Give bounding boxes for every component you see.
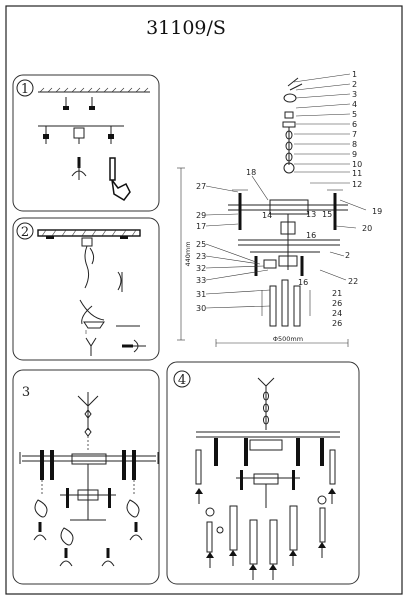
upper-ring: [228, 189, 348, 230]
insert-arrows: [195, 488, 336, 580]
bar-fixing-center: [73, 127, 85, 144]
callout-30: 30: [196, 304, 206, 313]
mounting-screw-left: [63, 97, 69, 110]
callout-5: 5: [352, 110, 357, 119]
drill-icon: [109, 157, 131, 201]
callout-3: 3: [352, 90, 357, 99]
callout-29: 29: [196, 211, 206, 220]
step-1-panel: 1: [12, 74, 160, 212]
screwdriver-icon-2: [122, 339, 146, 353]
bulb-left: [34, 499, 48, 518]
callout-6: 6: [352, 120, 357, 129]
callout-26a: 26: [332, 299, 342, 308]
diameter-dimension-label: Φ500mm: [273, 335, 303, 343]
callout-15: 15: [322, 210, 332, 219]
chain-4: [257, 377, 275, 430]
step-4-panel: 4: [166, 361, 360, 585]
callout-9: 9: [352, 150, 357, 159]
callout-26b: 26: [332, 319, 342, 328]
callout-12: 12: [352, 180, 362, 189]
callout-13: 13: [306, 210, 316, 219]
callout-21: 21: [332, 289, 342, 298]
callout-19: 19: [372, 207, 382, 216]
step-2-number: 2: [21, 225, 29, 240]
callout-11: 11: [352, 169, 362, 178]
step-3-panel: 3: [12, 369, 160, 585]
callout-33: 33: [196, 276, 206, 285]
callout-20: 20: [362, 224, 372, 233]
callout-14: 14: [262, 211, 272, 220]
model-number-title: 31109/S: [146, 17, 226, 39]
callout-1: 1: [352, 70, 357, 79]
ring-4-lower: [236, 470, 300, 508]
callout-16a: 16: [306, 231, 316, 240]
step-1-number: 1: [21, 82, 29, 97]
screwdriver-icon-3b: [129, 522, 143, 541]
screwdriver-icon-3d: [101, 548, 115, 567]
callout-22: 22: [348, 277, 358, 286]
bar-fixing-left: [43, 126, 49, 144]
mounting-screw-right: [89, 97, 95, 110]
exploded-view-diagram: 440mm Φ500mm: [177, 70, 382, 347]
screwdriver-icon: [71, 157, 87, 180]
pliers-icon: [85, 337, 97, 356]
callout-2b: 2: [345, 251, 350, 260]
bulb-right: [126, 499, 140, 518]
diameter-dimension: Φ500mm: [215, 335, 349, 347]
page-border: [5, 5, 403, 595]
bulb-center: [60, 527, 74, 546]
callout-4: 4: [352, 100, 357, 109]
callout-leaders-left: [205, 175, 271, 309]
callout-23: 23: [196, 252, 206, 261]
lower-ring: [238, 239, 340, 276]
step-3-number: 3: [22, 385, 30, 400]
callout-leaders-right: [293, 73, 367, 281]
screwdriver-icon-3a: [33, 522, 47, 541]
inner-rods: [229, 505, 298, 565]
height-dimension: 440mm: [177, 167, 192, 341]
main-frame: [19, 450, 159, 520]
height-dimension-label: 440mm: [184, 241, 192, 266]
hook-and-chain: [77, 392, 99, 452]
lower-frame: [60, 488, 116, 521]
canopy-cup: [83, 321, 105, 334]
callout-18: 18: [246, 168, 256, 177]
callout-numbers-left: 27 18 29 17 14 13 15 16 25 23 32 33 31 3…: [196, 168, 332, 313]
step-4-number: 4: [178, 373, 186, 388]
callout-7: 7: [352, 130, 357, 139]
canopy-assembly: [79, 237, 123, 325]
callout-2: 2: [352, 80, 357, 89]
callout-17: 17: [196, 222, 206, 231]
center-column: [278, 214, 298, 270]
ceiling-hatch: [38, 87, 150, 93]
callout-16b: 16: [298, 278, 308, 287]
ring-4-upper: [196, 431, 340, 466]
callout-10: 10: [352, 160, 362, 169]
screwdriver-icon-3c: [59, 548, 73, 567]
callout-27: 27: [196, 182, 206, 191]
outer-rods: [195, 449, 336, 553]
callout-8: 8: [352, 140, 357, 149]
callout-25: 25: [196, 240, 206, 249]
ceiling-plate: [37, 229, 141, 239]
bulbs-4: [205, 495, 327, 534]
callout-24: 24: [332, 309, 342, 318]
step-2-panel: 2: [12, 217, 160, 361]
callout-32: 32: [196, 264, 206, 273]
bar-fixing-right: [108, 126, 114, 144]
callout-numbers-right: 1 2 3 4 5 6 7 8 9 10 11 12 19 20 22 21 2…: [332, 70, 382, 328]
canopy-and-chain: [282, 77, 303, 174]
callout-31: 31: [196, 290, 206, 299]
